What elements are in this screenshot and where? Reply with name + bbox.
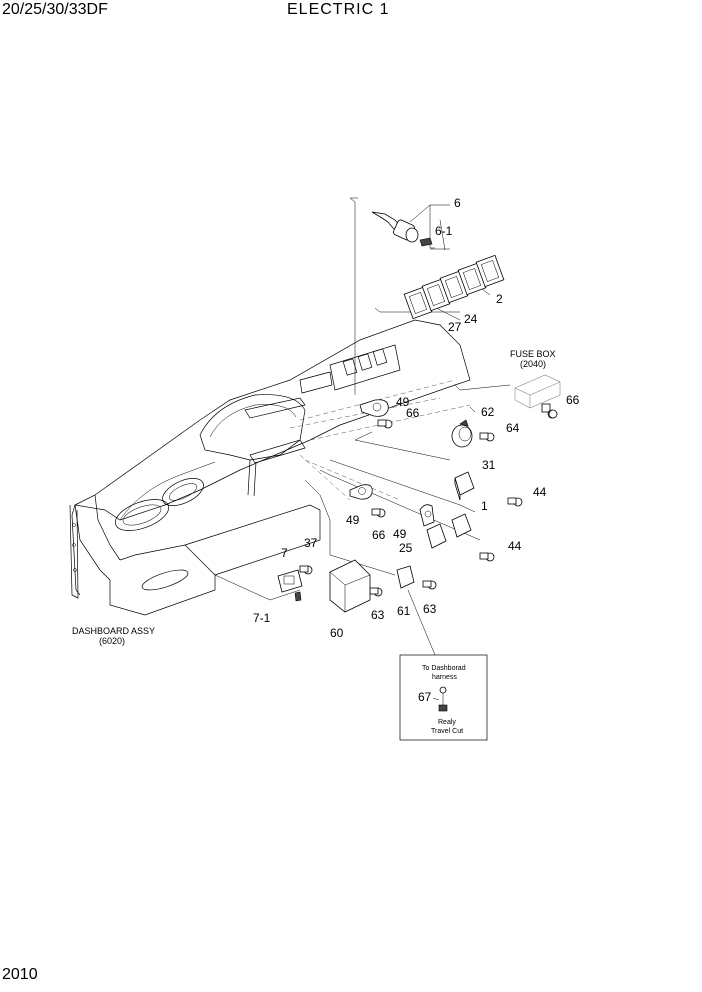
detail-text-1: To Dashborad <box>422 665 466 672</box>
bolt-parts <box>299 409 558 597</box>
switch-7-part <box>277 569 303 602</box>
callout-6-1: 6-1 <box>435 224 453 238</box>
buzzer-part <box>451 419 473 448</box>
callout-25: 25 <box>399 541 413 555</box>
callout-27: 27 <box>448 320 462 334</box>
reference-labels: FUSE BOX (2040) DASHBOARD ASSY (6020) To… <box>72 349 556 735</box>
callout-6: 6 <box>454 196 461 210</box>
callout-62: 62 <box>481 405 495 419</box>
detail-inset <box>399 654 488 741</box>
detail-text-3: Realy <box>438 719 456 726</box>
callout-49: 49 <box>396 395 410 409</box>
fuse-box-ref: (2040) <box>520 359 546 369</box>
callout-66: 66 <box>406 406 420 420</box>
callout-1: 1 <box>481 499 488 513</box>
part-callouts: 6 6-1 2 24 27 49 66 62 64 66 31 44 1 44 … <box>253 196 580 704</box>
rocker-switch-bank <box>403 254 505 320</box>
callout-44-lower: 44 <box>508 539 522 553</box>
callout-49-mid: 49 <box>346 513 360 527</box>
relay-parts <box>396 471 475 589</box>
callout-31: 31 <box>482 458 496 472</box>
callout-67: 67 <box>418 690 432 704</box>
detail-text-2: harness <box>432 674 457 681</box>
callout-24: 24 <box>464 312 478 326</box>
callout-63: 63 <box>371 608 385 622</box>
callout-64: 64 <box>506 421 520 435</box>
callout-7-1: 7-1 <box>253 611 271 625</box>
page-number: 2010 <box>2 966 38 983</box>
page-title: ELECTRIC 1 <box>287 1 390 18</box>
model-code: 20/25/30/33DF <box>2 1 108 18</box>
callout-66-mid: 66 <box>372 528 386 542</box>
callout-44: 44 <box>533 485 547 499</box>
key-switch-part <box>371 211 433 247</box>
flasher-unit-part <box>329 559 371 613</box>
dashboard-label: DASHBOARD ASSY <box>72 626 155 636</box>
callout-49-low: 49 <box>393 527 407 541</box>
callout-61: 61 <box>397 604 411 618</box>
detail-text-4: Travel Cut <box>431 728 463 735</box>
dashboard-ref: (6020) <box>99 636 125 646</box>
clamp-parts <box>349 399 435 527</box>
callout-37: 37 <box>304 536 318 550</box>
fuse-box-label: FUSE BOX <box>510 349 556 359</box>
callout-7: 7 <box>281 546 288 560</box>
dashboard-body <box>69 319 471 616</box>
callout-63-right: 63 <box>423 602 437 616</box>
callout-66-fuse: 66 <box>566 393 580 407</box>
callout-60: 60 <box>330 626 344 640</box>
callout-2: 2 <box>496 292 503 306</box>
